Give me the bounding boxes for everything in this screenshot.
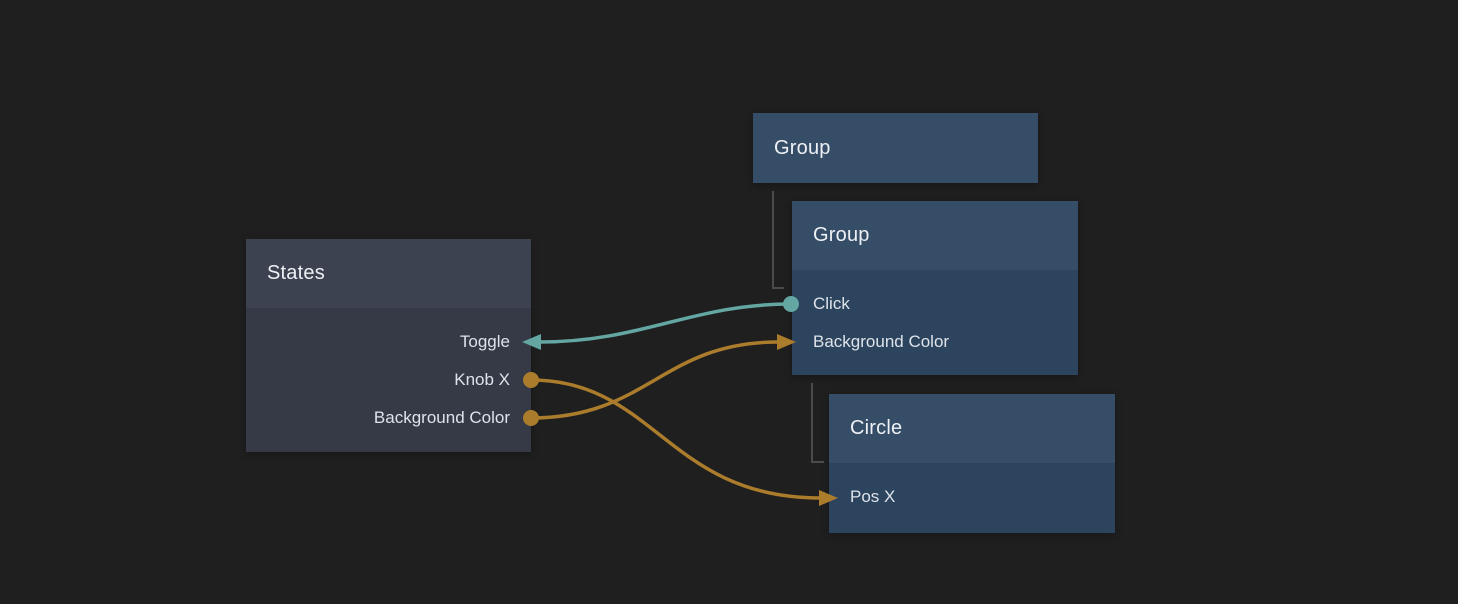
port-row-click[interactable]: Click [792, 285, 1078, 323]
port-row-background-color-in[interactable]: Background Color [792, 323, 1078, 361]
node-title: States [267, 262, 325, 284]
node-group-child[interactable]: Group Click Background Color [792, 201, 1078, 375]
port-label: Knob X [454, 370, 510, 389]
node-title: Group [813, 224, 870, 246]
port-row-knob-x[interactable]: Knob X [246, 361, 531, 399]
port-row-pos-x[interactable]: Pos X [829, 478, 1115, 516]
hierarchy-line-group-to-circle [811, 383, 824, 463]
node-group-parent[interactable]: Group [753, 113, 1038, 183]
node-circle[interactable]: Circle Pos X [829, 394, 1115, 533]
hierarchy-line-group-to-group [772, 191, 784, 289]
port-label: Pos X [850, 487, 896, 506]
port-label: Toggle [459, 332, 510, 351]
wire-knobx-to-posx[interactable] [529, 378, 822, 500]
wire-backgroundcolor-to-backgroundcolor[interactable] [529, 340, 780, 420]
node-group-child-header[interactable]: Group [792, 201, 1078, 270]
port-row-background-color-out[interactable]: Background Color [246, 399, 531, 437]
port-label: Background Color [373, 408, 510, 427]
node-title: Circle [850, 417, 903, 439]
node-circle-header[interactable]: Circle [829, 394, 1115, 463]
node-title: Group [774, 136, 831, 159]
node-group-child-body: Click Background Color [792, 270, 1078, 375]
node-states-body: Toggle Knob X Background Color [246, 308, 531, 452]
node-states[interactable]: States Toggle Knob X Background Color [246, 239, 531, 452]
port-label: Click [813, 294, 850, 313]
node-states-header[interactable]: States [246, 239, 531, 308]
node-group-parent-header[interactable]: Group [753, 113, 1038, 183]
wire-click-to-toggle[interactable] [538, 302, 793, 344]
port-label: Background Color [813, 332, 950, 351]
node-circle-body: Pos X [829, 463, 1115, 533]
port-row-toggle[interactable]: Toggle [246, 323, 531, 361]
